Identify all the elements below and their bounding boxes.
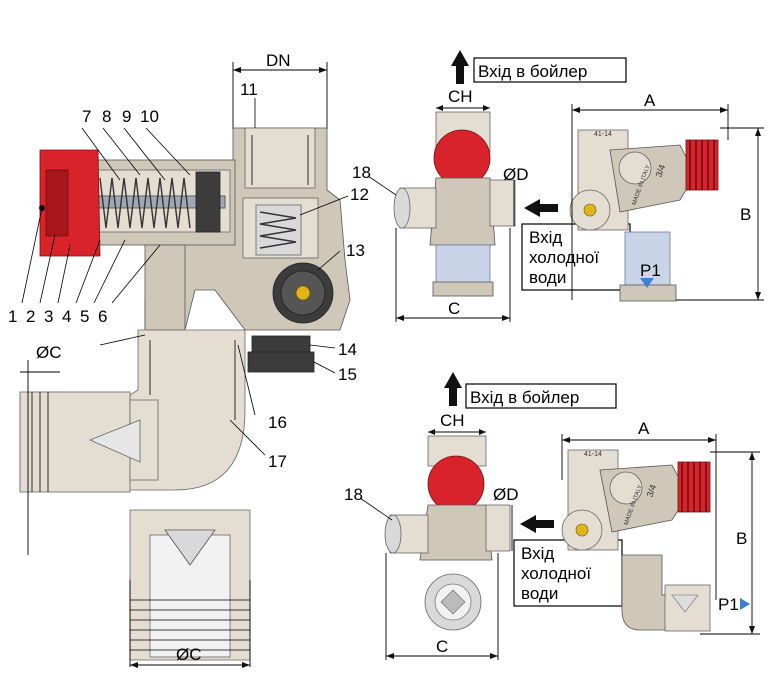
top-cold-line3: води [529,268,566,287]
bottom-size-text: 3/4 [645,483,659,498]
top-c-label: C [448,299,460,318]
top-boiler-label: Вхід в бойлер [478,62,587,81]
part-number-16: 16 [268,413,287,432]
bottom-cold-line1: Вхід [521,544,554,563]
bottom-a-label: A [638,419,650,438]
part-number-17: 17 [268,452,287,471]
top-cold-line1: Вхід [529,228,562,247]
part-number-5: 5 [80,307,89,326]
bottom-cold-line3: води [521,584,558,603]
dim-oc-top-label: ØC [36,343,62,362]
part-number-7: 7 [82,107,91,126]
part-number-15: 15 [338,365,357,384]
bottom-part-18: 18 [344,485,363,504]
top-ch-label: CH [448,87,473,106]
top-part-18: 18 [352,163,371,182]
part-number-6: 6 [98,307,107,326]
top-p1-label: P1 [640,261,661,280]
dim-dn-label: DN [266,51,291,70]
part-number-9: 9 [122,107,131,126]
top-od-label: ØD [503,165,529,184]
part-number-1: 1 [8,307,17,326]
bottom-ch-label: CH [440,411,465,430]
top-size-text: 3/4 [654,163,668,178]
part-number-4: 4 [62,307,71,326]
bottom-c-label: C [436,637,448,656]
section-view: DN [8,51,369,668]
part-number-10: 10 [140,107,159,126]
part-number-2: 2 [26,307,35,326]
part-number-12: 12 [350,185,369,204]
bottom-b-label: B [736,529,747,548]
bottom-cold-line2: холодної [521,564,591,583]
part-number-11: 11 [240,80,258,99]
top-code-text: 41-14 [594,131,612,138]
part-number-13: 13 [346,241,365,260]
top-cold-line2: холодної [529,248,599,267]
top-b-label: B [740,205,751,224]
part-number-14: 14 [338,340,357,359]
bottom-p1-label: P1 [718,595,739,614]
bottom-code-text: 41-14 [584,451,602,458]
dim-oc-bottom-label: ØC [176,645,202,664]
bottom-boiler-label: Вхід в бойлер [470,388,579,407]
bottom-view: Вхід в бойлер CH ØD 18 C Вхід холодної в… [344,372,760,660]
top-view: Вхід в бойлер CH ØD 18 C Вхід холод [352,50,764,322]
bottom-od-label: ØD [493,485,519,504]
part-number-8: 8 [102,107,111,126]
top-a-label: A [644,91,656,110]
part-number-3: 3 [44,307,53,326]
